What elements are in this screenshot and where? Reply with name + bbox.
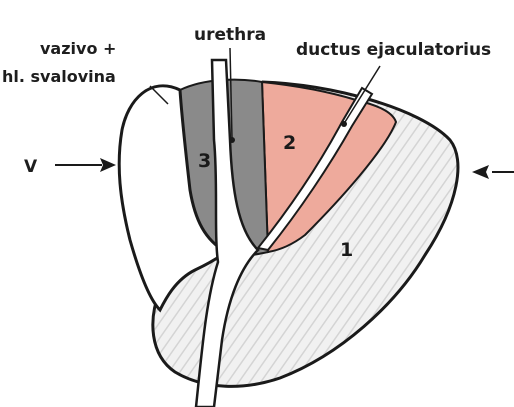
zone-number-3: 3	[198, 150, 211, 172]
left-arrow-icon	[100, 158, 116, 172]
ejaculatory-duct-dot	[341, 121, 347, 127]
zone-number-1: 1	[340, 239, 353, 261]
zone-number-2: 2	[283, 132, 296, 154]
label-ductus-ejaculatorius: ductus ejaculatorius	[296, 40, 491, 60]
right-arrow-icon	[472, 165, 489, 179]
label-urethra: urethra	[194, 25, 266, 45]
label-v: V	[24, 157, 38, 177]
label-vazivo-line1: vazivo +	[40, 39, 116, 58]
label-vazivo-line2: hl. svalovina	[2, 67, 116, 86]
